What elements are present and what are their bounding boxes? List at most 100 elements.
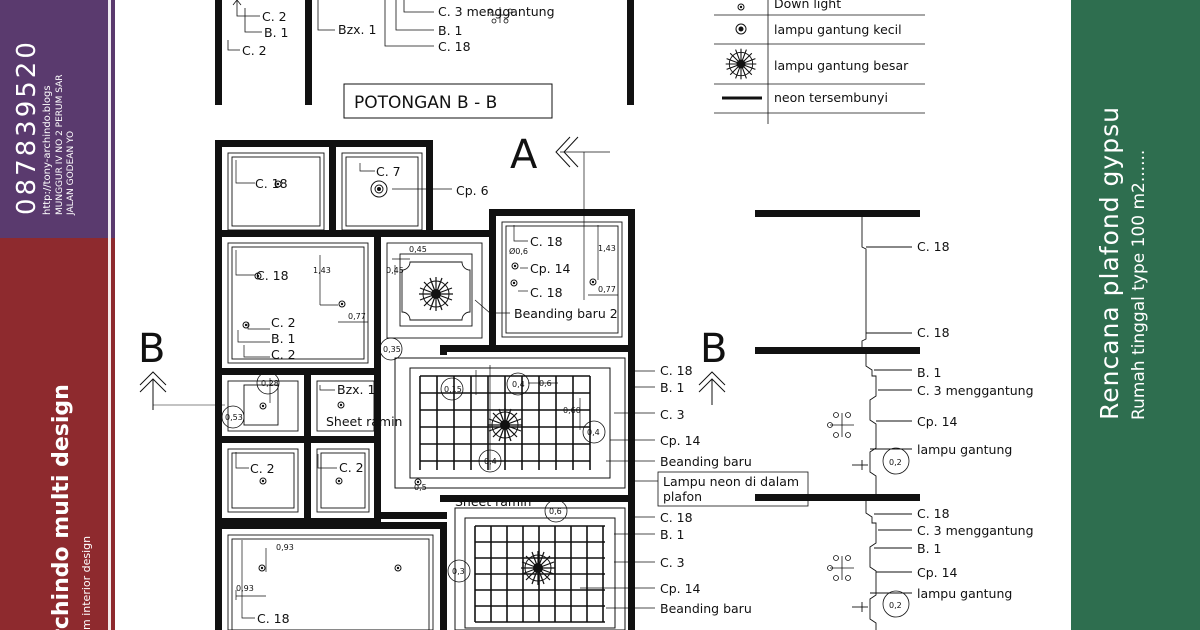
dim-035: 0,35 (383, 345, 401, 354)
floor-plan-walls (215, 140, 635, 630)
dim-03: 0,3 (452, 567, 465, 576)
callout-cp14b: Cp. 14 (660, 581, 701, 596)
plan-label-c18-b: C. 18 (530, 285, 563, 300)
top-label-bzx1: Bzx. 1 (338, 22, 376, 37)
section-marker-b-right: B (700, 326, 727, 372)
legend-label-hidden-neon: neon tersembunyi (774, 90, 888, 105)
large-pendant-lamp-icon (520, 550, 556, 586)
downlight-icon (511, 262, 519, 270)
top-label-b1a: B. 1 (264, 25, 288, 40)
sidebar-right (1068, 0, 1200, 630)
plan-label-c18-tl: C. 18 (255, 176, 288, 191)
downlight-icon (589, 278, 597, 286)
section-title: POTONGAN B - B (354, 93, 497, 113)
dim-04a: 0,4 (512, 380, 525, 389)
right-callout-b1: B. 1 (917, 365, 941, 380)
room-outlines (227, 152, 623, 630)
section-b-drawing (755, 210, 920, 630)
dim-093b: 0,93 (236, 584, 254, 593)
legend: Down light lampu gantung kecil lampu gan… (714, 0, 925, 124)
callout-beanding-b: Beanding baru (660, 601, 752, 616)
grid-ceiling-2 (454, 507, 626, 630)
plan-label-cp14-a: Cp. 14 (530, 261, 571, 276)
pendant-lamp-elevation-icon (827, 555, 854, 581)
top-label-c18: C. 18 (438, 39, 471, 54)
dim-143b: 1,43 (598, 244, 616, 253)
downlight-icon (335, 477, 343, 485)
plan-label-b1-1: B. 1 (271, 331, 295, 346)
right-callout-c18a: C. 18 (917, 239, 950, 254)
dim-015: 0,15 (444, 385, 462, 394)
dim-077b: 0,77 (598, 285, 616, 294)
downlight-icon (259, 477, 267, 485)
grid-ceiling-1 (394, 357, 626, 489)
callout-beanding: Beanding baru (660, 454, 752, 469)
plan-label-bzx1: Bzx. 1 (337, 382, 375, 397)
section-b-arrows (139, 371, 726, 410)
callout-b1: B. 1 (660, 380, 684, 395)
plan-label-c18-bl: C. 18 (257, 611, 290, 626)
callout-c3b: C. 3 (660, 555, 685, 570)
legend-label-small-pendant: lampu gantung kecil (774, 22, 902, 37)
dim-04c: 0,4 (484, 457, 497, 466)
dim-053: 0,53 (225, 413, 243, 422)
sidebar-blog: http://tony-archindo.blogs (42, 85, 53, 215)
downlight-icon (259, 402, 267, 410)
right-callout-c3m2: C. 3 menggantung (917, 523, 1034, 538)
plan-label-c18-mid: C. 18 (256, 268, 289, 283)
sidebar-phone: 087839520 (12, 39, 42, 215)
callout-neon-2: plafon (663, 489, 702, 504)
dim-02b: 0,2 (889, 601, 902, 610)
section-marker-a: A (510, 132, 538, 178)
downlight-icon (510, 279, 518, 287)
plan-label-sheet-ramin-1: Sheet ramin (326, 414, 402, 429)
plan-label-c2-2: C. 2 (271, 347, 296, 362)
dim-04b: 0,4 (587, 428, 600, 437)
plan-label-c2-1: C. 2 (271, 315, 296, 330)
sidebar-address-1: MUNGGUR IV NO 2 PERUM SAR (55, 74, 65, 215)
plan-label-c2-l: C. 2 (250, 461, 275, 476)
sidebar-bottom-band (0, 238, 115, 630)
plan-label-c18-a: C. 18 (530, 234, 563, 249)
plan-label-c7: C. 7 (376, 164, 401, 179)
right-callout-c18c: C. 18 (917, 506, 950, 521)
right-callout-c3m: C. 3 menggantung (917, 383, 1034, 398)
dim-045b: 0,45 (386, 266, 404, 275)
downlight-icon (394, 564, 402, 572)
dim-06c: 0,6 (549, 507, 562, 516)
dim-060: 0,60 (563, 406, 581, 415)
large-pendant-lamp-icon (725, 48, 757, 80)
right-callout-cp14: Cp. 14 (917, 414, 958, 429)
plan-label-c2-r: C. 2 (339, 460, 364, 475)
right-callout-lampu2: lampu gantung (917, 586, 1012, 601)
plan-label-beanding2: Beanding baru 2 (514, 306, 618, 321)
legend-label-downlight: Down light (774, 0, 841, 11)
callout-cp14: Cp. 14 (660, 433, 701, 448)
large-pendant-lamp-icon (418, 276, 454, 312)
sidebar-brand: rchindo multi design (49, 384, 74, 630)
right-callout-lampu: lampu gantung (917, 442, 1012, 457)
top-label-c2b: C. 2 (242, 43, 267, 58)
top-label-b1b: B. 1 (438, 23, 462, 38)
legend-label-large-pendant: lampu gantung besar (774, 58, 909, 73)
plan-label-cp6: Cp. 6 (456, 183, 489, 198)
callout-b1b: B. 1 (660, 527, 684, 542)
dim-028: 0,28 (261, 379, 279, 388)
dim-045a: 0,45 (409, 245, 427, 254)
right-callout-cp14b: Cp. 14 (917, 565, 958, 580)
callout-c18: C. 18 (660, 363, 693, 378)
pendant-lamp-elevation-icon (827, 412, 854, 438)
callout-neon: Lampu neon di dalam (663, 474, 799, 489)
dim-06: Ø0,6 (509, 246, 528, 256)
top-label-c2a: C. 2 (262, 9, 287, 24)
sidebar-address-2: JALAN GODEAN YO (66, 131, 76, 216)
small-pendant-lamp-icon (370, 180, 388, 198)
right-callout-c18b: C. 18 (917, 325, 950, 340)
dim-06b: 0,6 (539, 379, 552, 388)
section-marker-b-left: B (138, 326, 165, 372)
decor-room-a (399, 253, 473, 327)
downlight-icon (337, 401, 345, 409)
downlight-icon (737, 3, 745, 11)
dim-093a: 0,93 (276, 543, 294, 552)
